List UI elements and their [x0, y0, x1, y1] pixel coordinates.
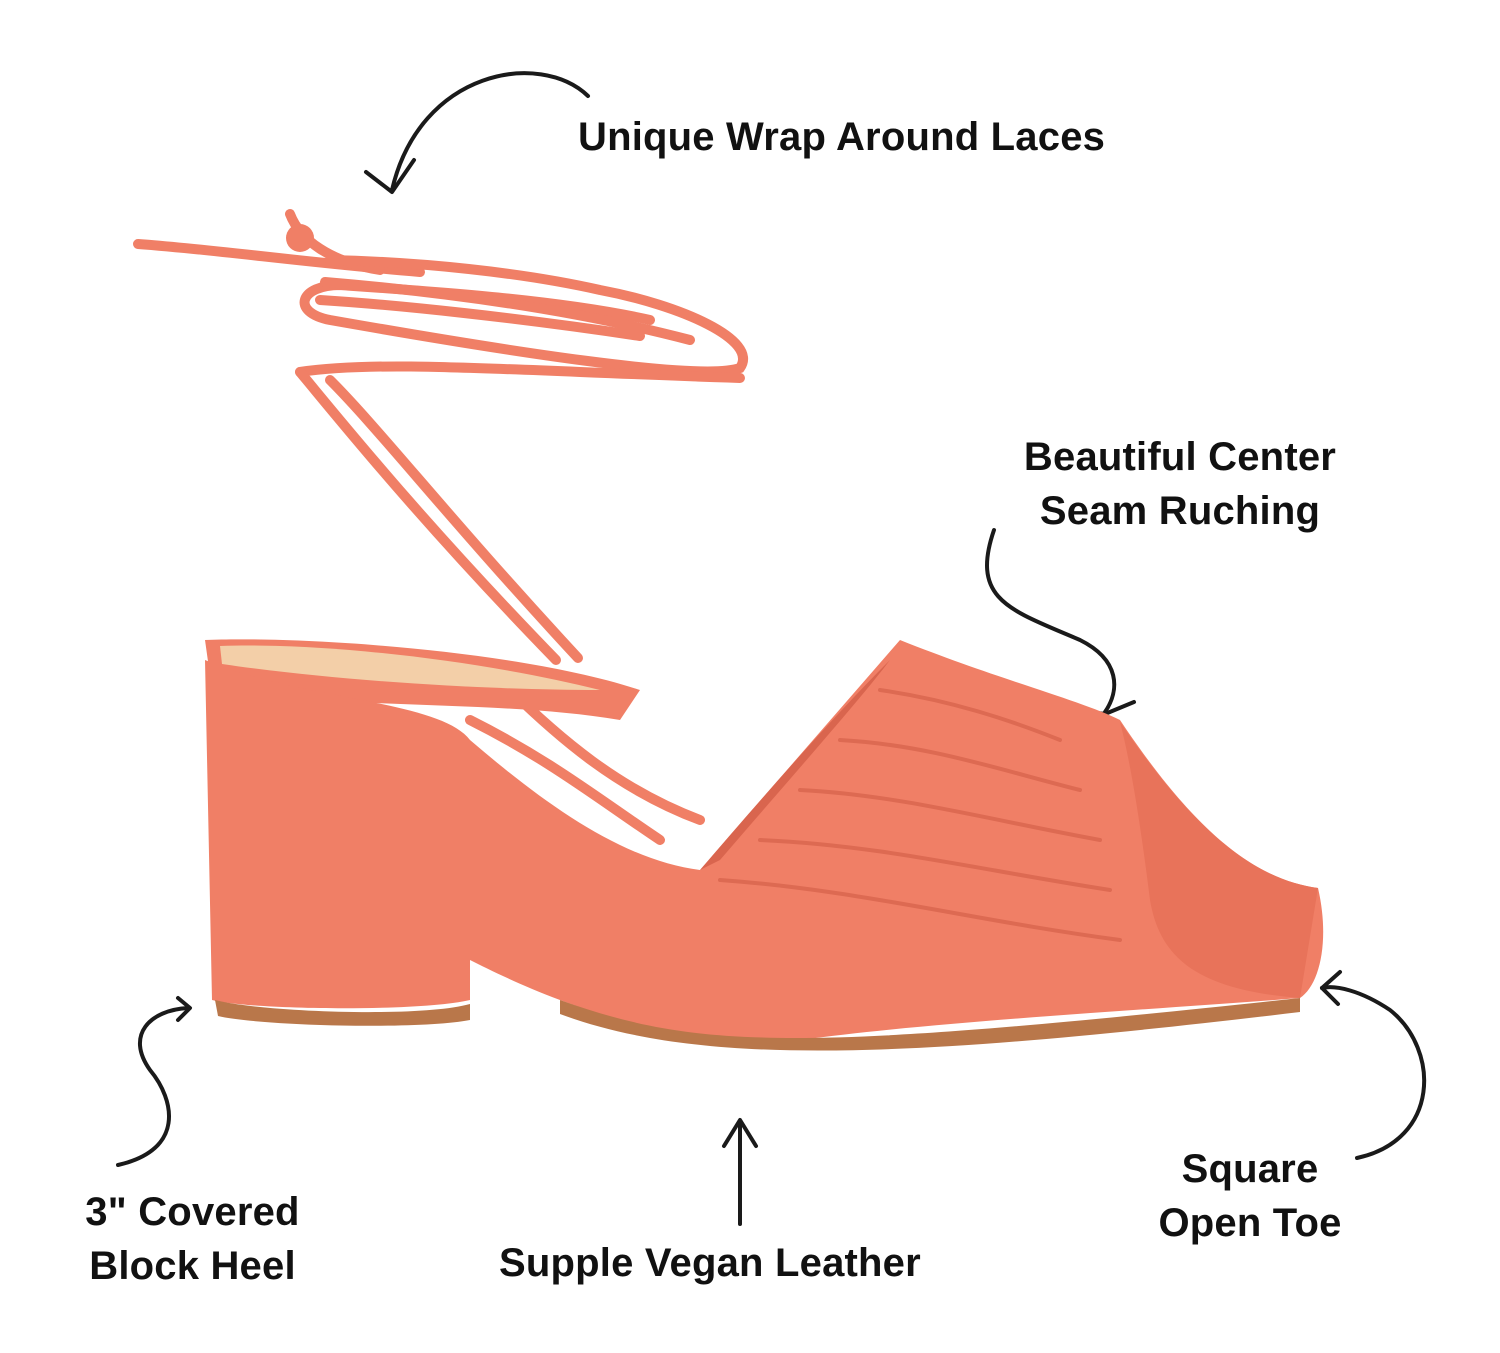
arrow-toe-icon: [1320, 985, 1427, 1160]
callout-laces: Unique Wrap Around Laces: [578, 115, 1106, 159]
arrow-heel-icon: [116, 1006, 190, 1167]
callout-ruching: Beautiful Center Seam Ruching: [1000, 430, 1360, 538]
sandal-icon: [133, 209, 1324, 1051]
callout-toe-line1: Square: [1181, 1147, 1319, 1191]
callout-toe-line2: Open Toe: [1158, 1201, 1342, 1245]
callout-ruching-line1: Beautiful Center: [1023, 435, 1337, 479]
callout-heel-line1: 3" Covered: [85, 1190, 300, 1234]
callout-leather: Supple Vegan Leather: [499, 1241, 921, 1285]
arrow-ruching-icon: [985, 528, 1117, 714]
callout-heel-line2: Block Heel: [89, 1244, 296, 1288]
annotation-arrows: [116, 71, 1427, 1226]
callout-toe: Square Open Toe: [1140, 1142, 1360, 1250]
callout-heel: 3" Covered Block Heel: [60, 1185, 325, 1293]
callout-ruching-line2: Seam Ruching: [1039, 489, 1321, 533]
arrow-laces-icon: [390, 71, 590, 192]
